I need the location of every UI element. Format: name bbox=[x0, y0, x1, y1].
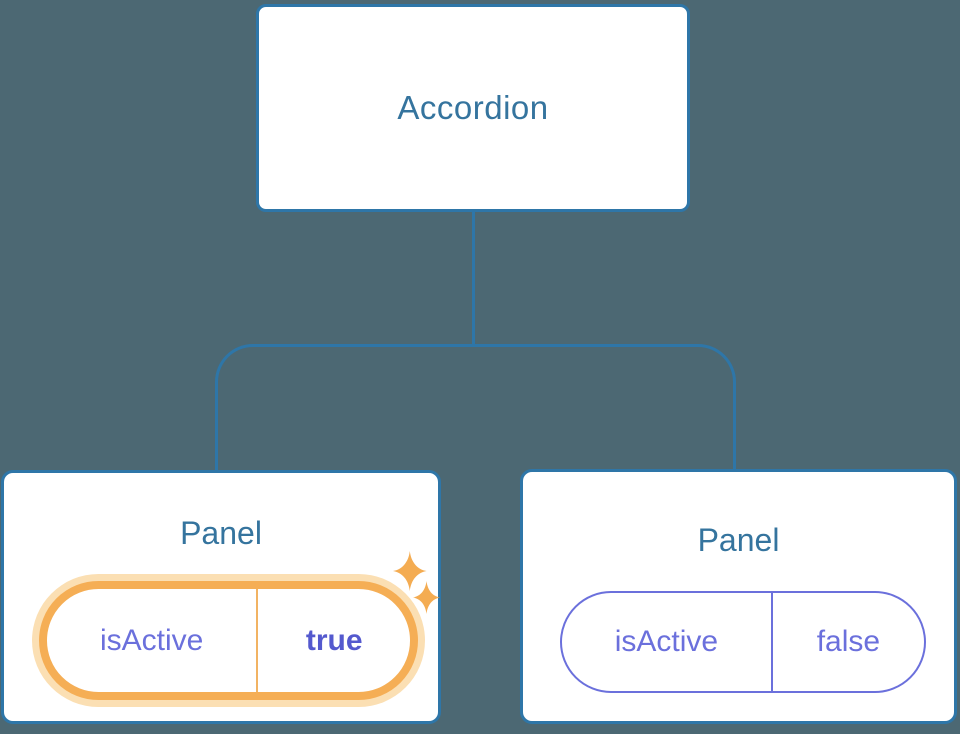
state-value: false bbox=[816, 625, 881, 658]
panel-node-active: Panel isActive true bbox=[1, 470, 441, 724]
state-pill-active: isActive true bbox=[39, 581, 418, 700]
accordion-node: Accordion bbox=[256, 4, 690, 212]
panel-node-inactive: Panel isActive false bbox=[520, 469, 957, 724]
sparkles-icon bbox=[393, 551, 440, 614]
panel-label: Panel bbox=[180, 515, 262, 551]
state-value: true bbox=[305, 623, 363, 657]
accordion-label: Accordion bbox=[397, 89, 549, 126]
state-key: isActive bbox=[562, 593, 773, 691]
state-pill-inactive: isActive false bbox=[560, 591, 926, 693]
panel-label: Panel bbox=[697, 522, 780, 558]
connector-branch bbox=[215, 344, 736, 471]
connector-stem bbox=[472, 211, 475, 345]
state-key: isActive bbox=[47, 589, 259, 692]
